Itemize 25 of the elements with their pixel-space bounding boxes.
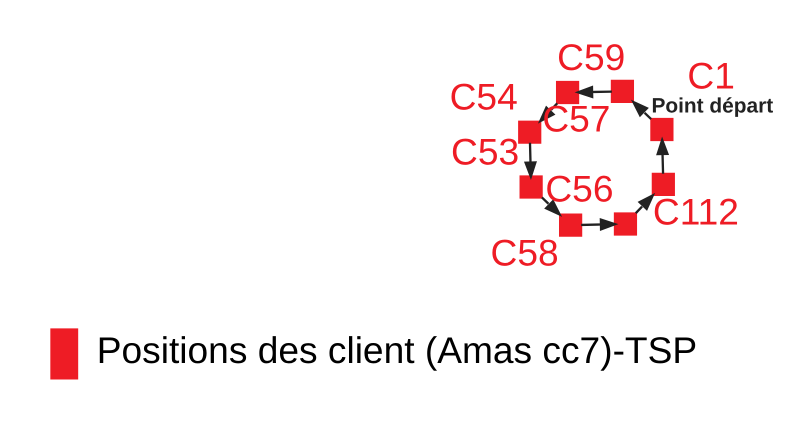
node-box xyxy=(559,214,582,237)
node-label: C59 xyxy=(557,36,626,78)
node-label: C54 xyxy=(450,76,518,118)
arrow xyxy=(634,192,656,214)
node-label: Point départ xyxy=(651,94,774,118)
node-label: C53 xyxy=(451,130,520,173)
node-label: C112 xyxy=(652,190,739,233)
node-box xyxy=(650,118,674,142)
node-label: C1 xyxy=(687,54,735,96)
arrow xyxy=(574,86,612,99)
arrow xyxy=(524,142,537,180)
node-box xyxy=(614,212,638,236)
arrow xyxy=(541,196,562,217)
node-box xyxy=(518,120,542,144)
node-label: C57 xyxy=(542,98,610,140)
legend-label: Positions des client (Amas cc7)-TSP xyxy=(96,328,698,371)
arrow xyxy=(656,136,670,174)
node-box xyxy=(652,172,675,196)
arrow xyxy=(630,100,652,120)
node-label: C58 xyxy=(490,231,559,274)
node-box xyxy=(556,80,580,104)
node-label: C56 xyxy=(545,167,614,210)
arrow xyxy=(581,218,618,232)
node-box xyxy=(610,80,634,103)
node-box xyxy=(520,175,543,199)
